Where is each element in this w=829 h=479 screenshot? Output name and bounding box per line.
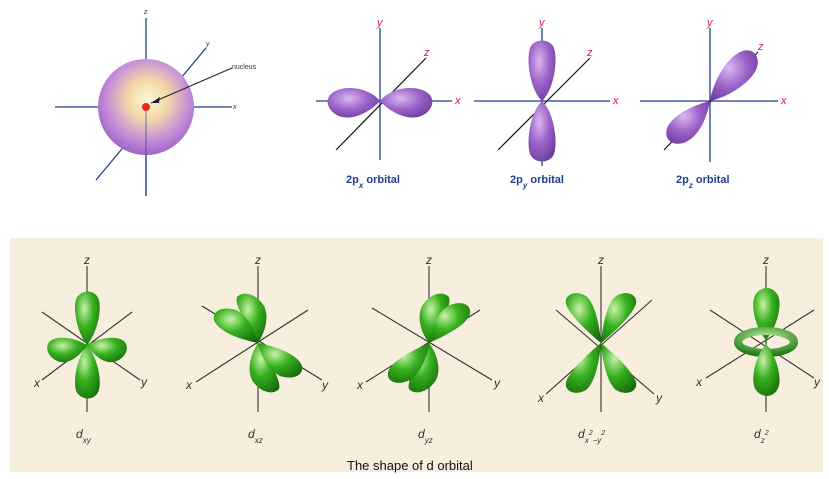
- dz2-caption-sub: z: [760, 436, 765, 445]
- pz-lobe-front: [666, 101, 710, 144]
- pz-x-label: x: [780, 95, 787, 107]
- py-lobe-bottom: [529, 101, 556, 162]
- d-orbital-caption: The shape of d orbital: [347, 458, 473, 473]
- dz2-z-label: z: [762, 253, 769, 267]
- dyz-caption-sub: yz: [424, 436, 433, 445]
- p-orbital-pz: y x z 2pz orbital: [640, 17, 787, 190]
- dz2-x-label: x: [695, 375, 703, 389]
- py-lobe-top: [529, 41, 556, 102]
- nucleus-label: nucleus: [232, 64, 257, 71]
- pz-z-label: z: [757, 41, 764, 53]
- py-z-label: z: [586, 47, 593, 59]
- px-x-label: x: [454, 95, 461, 107]
- s-y-label: y: [205, 41, 210, 48]
- dxz-z-label: z: [254, 253, 261, 267]
- nucleus-dot: [142, 103, 150, 111]
- dyz-z-label: z: [425, 253, 432, 267]
- s-orbital-figure: nucleus z y x: [55, 9, 257, 196]
- dxy-x-label: x: [33, 376, 41, 390]
- s-x-label: x: [232, 104, 237, 111]
- px-lobe-right: [380, 88, 432, 118]
- dx2y2-z-label: z: [597, 253, 604, 267]
- py-y-label: y: [538, 17, 546, 29]
- pz-lobe-back: [710, 50, 758, 101]
- dxz-x-label: x: [185, 378, 193, 392]
- py-caption: 2py orbital: [510, 174, 564, 190]
- p-orbital-py: y x z 2py orbital: [474, 17, 619, 190]
- px-caption-name: 2p: [346, 174, 359, 186]
- dz2-caption-sup1: 2: [764, 430, 769, 437]
- dyz-y-label: y: [493, 376, 501, 390]
- px-z-label: z: [423, 47, 430, 59]
- px-caption-suffix: orbital: [363, 174, 400, 186]
- dxy-z-label: z: [83, 253, 90, 267]
- py-x-label: x: [612, 95, 619, 107]
- dyz-x-label: x: [356, 378, 364, 392]
- px-caption: 2px orbital: [346, 174, 400, 190]
- p-orbital-px: y x z 2px orbital: [316, 17, 461, 190]
- dx2y2-y-label: y: [655, 391, 663, 405]
- pz-caption: 2pz orbital: [676, 174, 730, 190]
- dx2y2-x-label: x: [537, 391, 545, 405]
- pz-caption-name: 2p: [676, 174, 689, 186]
- dxy-y-label: y: [140, 375, 148, 389]
- dxz-caption-sub: xz: [254, 436, 263, 445]
- dz2-y-label: y: [813, 375, 821, 389]
- dx2y2-caption-sup2: 2: [600, 430, 605, 437]
- dx2y2-caption-sub2: −y: [593, 436, 603, 445]
- s-z-label: z: [143, 9, 148, 16]
- py-caption-name: 2p: [510, 174, 523, 186]
- pz-y-label: y: [706, 17, 714, 29]
- pz-caption-suffix: orbital: [693, 174, 730, 186]
- py-caption-suffix: orbital: [527, 174, 564, 186]
- dxy-caption-sub: xy: [82, 436, 92, 445]
- px-y-label: y: [376, 17, 384, 29]
- dxz-y-label: y: [321, 378, 329, 392]
